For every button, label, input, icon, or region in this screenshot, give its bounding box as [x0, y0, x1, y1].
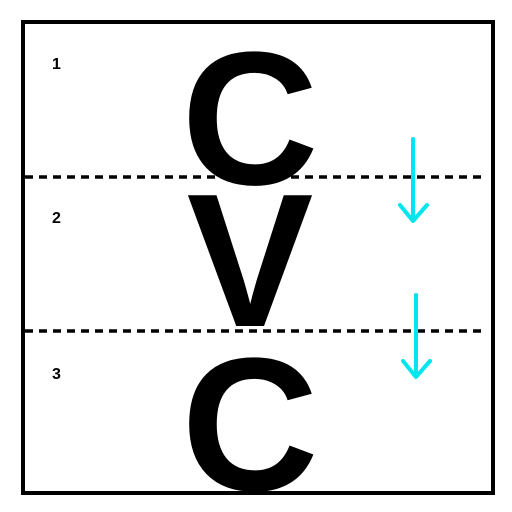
diagram-frame: [21, 20, 495, 495]
letter-c-top: C: [181, 13, 319, 225]
letter-c-bottom: C: [181, 319, 319, 512]
row-number-2: 2: [52, 210, 61, 227]
row-number-1: 1: [52, 56, 61, 73]
letter-v-middle: V: [186, 155, 314, 367]
row-number-3: 3: [52, 366, 61, 383]
